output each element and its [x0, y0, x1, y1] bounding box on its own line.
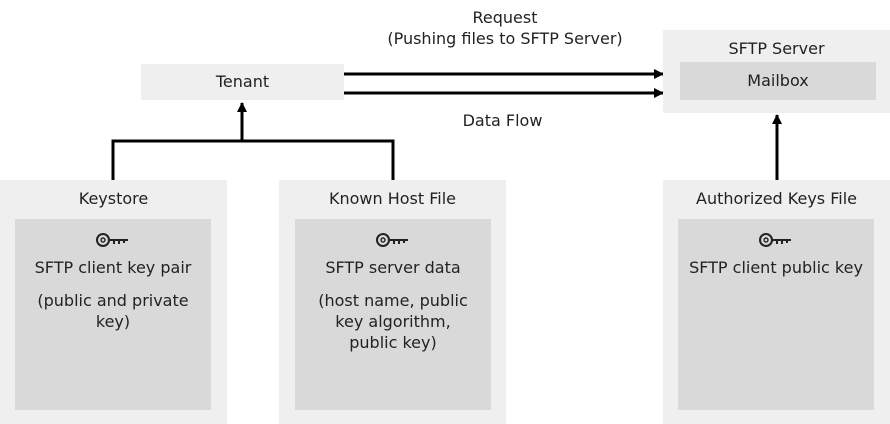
keystore-content: SFTP client key pair (public and private…: [15, 219, 211, 410]
request-title: Request: [472, 8, 538, 27]
data-flow-label: Data Flow: [462, 111, 543, 130]
key-icon: [376, 233, 408, 247]
authorized-keys-title: Authorized Keys File: [696, 189, 857, 208]
keystore-box: Keystore SFTP client key pair (public an…: [0, 180, 227, 424]
key-icon: [96, 233, 128, 247]
keystore-title: Keystore: [78, 189, 149, 208]
known-host-line2: (host name, public key algorithm, public…: [318, 291, 468, 352]
authorized-keys-box: Authorized Keys File SFTP client public …: [663, 180, 890, 424]
sftp-server-title: SFTP Server: [728, 39, 825, 58]
request-label: Request (Pushing files to SFTP Server): [380, 7, 630, 49]
key-icon: [759, 233, 791, 247]
sftp-server-box: SFTP Server Mailbox: [663, 30, 890, 113]
keystore-line1: SFTP client key pair: [34, 258, 192, 277]
known-host-title: Known Host File: [328, 189, 457, 208]
authorized-keys-line1: SFTP client public key: [689, 258, 863, 277]
request-subtitle: (Pushing files to SFTP Server): [387, 29, 623, 48]
keystore-to-tenant-connector: [111, 139, 395, 180]
known-host-line1: SFTP server data: [325, 258, 461, 277]
tenant-box: Tenant: [141, 64, 344, 100]
known-host-box: Known Host File SFTP server data (host n…: [279, 180, 506, 424]
mailbox-box: Mailbox: [680, 62, 876, 100]
authorized-keys-content: SFTP client public key: [678, 219, 874, 410]
known-host-content: SFTP server data (host name, public key …: [295, 219, 491, 410]
keystore-line2: (public and private key): [37, 291, 189, 331]
